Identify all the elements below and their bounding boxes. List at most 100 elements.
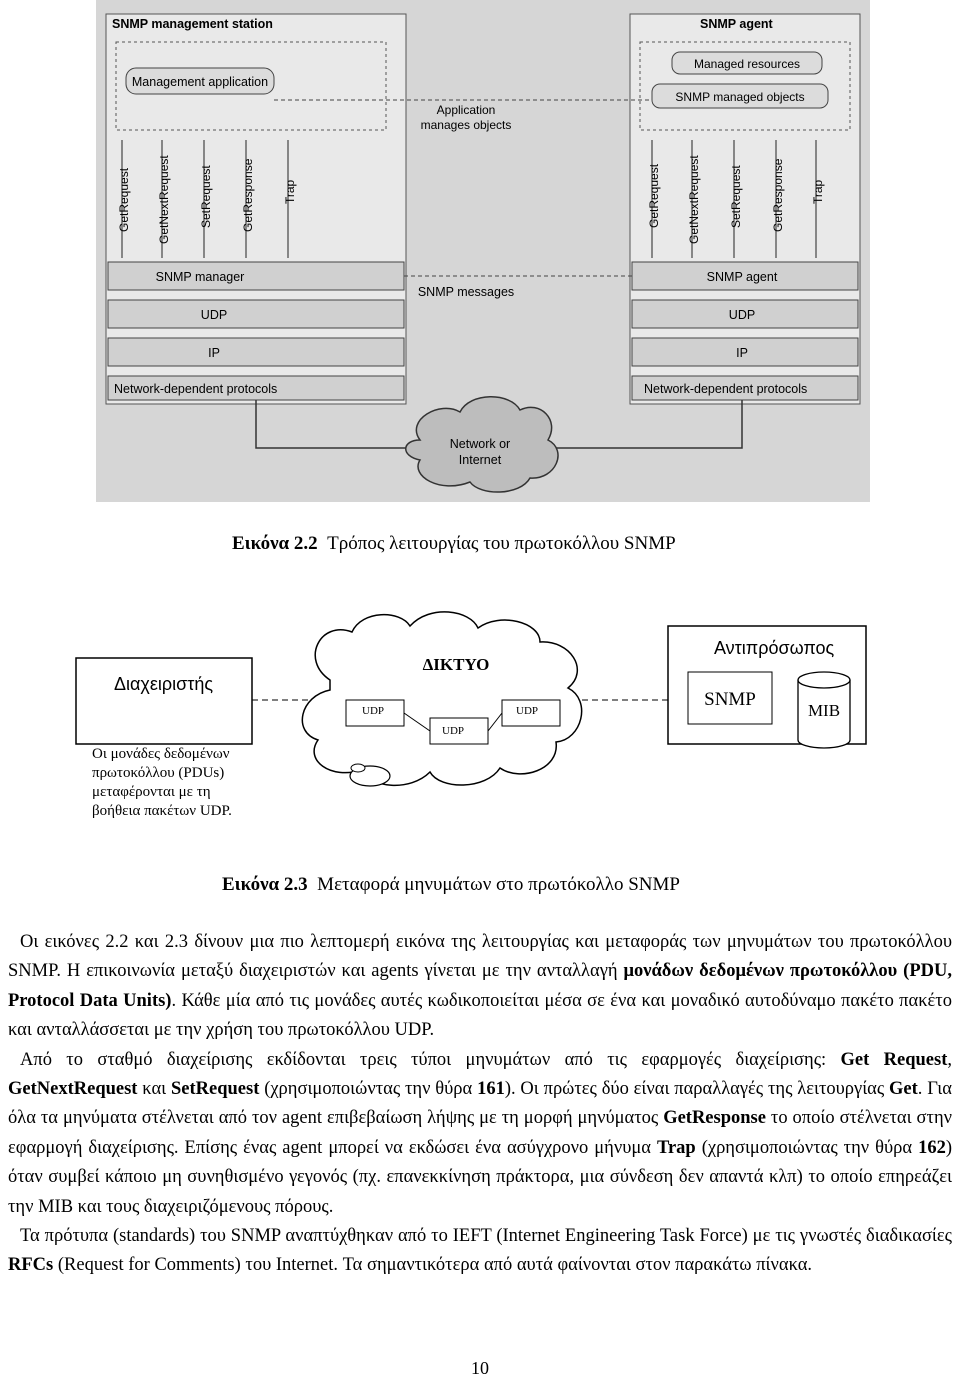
text-run: Τα πρότυπα (standards) του SNMP αναπτύχθ…: [20, 1226, 952, 1247]
mib-database-icon: [797, 671, 851, 749]
text-run: . Για όλα τα μηνύματα στέλνεται από τον …: [8, 1079, 952, 1129]
network-cloud-icon: [405, 396, 559, 493]
snmp-manager-box: [107, 261, 405, 291]
bold-term: RFCs: [8, 1255, 54, 1276]
agent-network-box: [631, 375, 859, 401]
agent-pdu-trap: Trap: [811, 179, 825, 204]
udp-link-2: [487, 712, 503, 732]
network-title: ΔΙΚΤΥΟ: [423, 655, 490, 674]
bold-term: Trap: [656, 1137, 696, 1158]
snmp-agent-box: [631, 261, 859, 291]
agent-pdu-arrows: [651, 140, 817, 258]
manager-pdu-getrequest: GetRequest: [117, 167, 131, 232]
network-cloud-icon-2: [301, 611, 583, 787]
bold-term: 161: [477, 1079, 505, 1100]
snmp-agent-label: SNMP agent: [707, 270, 778, 284]
management-application-label: Management application: [132, 75, 268, 89]
udp-label-2: UDP: [442, 725, 464, 737]
figure-2-3-caption: Εικόνα 2.3 Μεταφορά μηνυμάτων στο πρωτόκ…: [222, 874, 680, 896]
bold-term: SetRequest: [170, 1079, 260, 1100]
text-run: . Κάθε μία από τις μονάδες αυτές κωδικοπ…: [8, 990, 952, 1041]
manager-pdu-trap: Trap: [283, 179, 297, 204]
snmp-managed-objects-label: SNMP managed objects: [675, 90, 804, 104]
manager-udp-label: UDP: [201, 308, 227, 322]
figure-2-2: SNMP management station Management appli…: [96, 0, 870, 502]
snmp-manager-label: SNMP manager: [156, 270, 245, 284]
management-application-box: [125, 67, 275, 95]
agent-label: Αντιπρόσωπος: [714, 638, 835, 658]
bold-term: 162: [918, 1137, 946, 1158]
manager-network-label: Network-dependent protocols: [114, 382, 277, 396]
text-run: ,: [947, 1049, 952, 1070]
page-number: 10: [471, 1358, 489, 1378]
paragraph-3: Τα πρότυπα (standards) του SNMP αναπτύχθ…: [8, 1222, 952, 1281]
manager-ip-box: [107, 337, 405, 367]
bold-term: Get: [889, 1079, 918, 1100]
bold-term: Get Request: [840, 1049, 948, 1070]
figures-svg: SNMP management station Management appli…: [75, 0, 870, 819]
figure-2-3-caption-label: Εικόνα 2.3: [222, 874, 308, 895]
figure-2-2-caption-label: Εικόνα 2.2: [232, 533, 318, 554]
network-label-line2: Internet: [459, 453, 502, 467]
paragraph-2: Από το σταθμό διαχείρισης εκδίδονται τρε…: [8, 1046, 952, 1222]
snmp-label: SNMP: [704, 689, 756, 710]
pdu-note-line2: πρωτοκόλλου (PDUs): [92, 765, 224, 781]
bold-term: μονάδων δεδομένων πρωτοκόλλου (PDU, Prot…: [8, 961, 952, 1011]
agent-udp-label: UDP: [729, 308, 755, 322]
snmp-messages-label: SNMP messages: [418, 285, 514, 299]
network-label-line1: Network or: [450, 437, 510, 451]
manager-pdu-getresponse: GetResponse: [241, 158, 255, 232]
text-run: Από το σταθμό διαχείρισης εκδίδονται τρε…: [20, 1049, 841, 1070]
application-manages-line1: Application: [437, 103, 496, 117]
manager-pdu-setrequest: SetRequest: [199, 165, 213, 228]
manager-box: [75, 657, 253, 745]
managed-resources-box: [671, 51, 823, 75]
text-run: ) όταν συμβεί κάποιο μη συνηθισμένο γεγο…: [8, 1137, 952, 1217]
manager-pdu-getnextrequest: GetNextRequest: [157, 155, 171, 244]
mib-label: MIB: [808, 701, 840, 720]
manager-ip-label: IP: [208, 346, 220, 360]
pdu-note-line3: μεταφέρονται με τη: [92, 784, 211, 800]
snmp-managed-objects-box: [651, 83, 829, 109]
text-run: Οι εικόνες 2.2 και 2.3 δίνουν μια πιο λε…: [8, 932, 952, 982]
manager-pdu-arrows: [121, 140, 289, 258]
station-app-frame: [115, 41, 387, 131]
agent-network-label: Network-dependent protocols: [644, 382, 807, 396]
figure-2-3: Διαχειριστής ΔΙΚΤΥΟ UDP UDP UDP Αντιπρόσ…: [75, 611, 867, 819]
figure-2-2-caption-text: Τρόπος λειτουργίας του πρωτοκόλλου SNMP: [327, 533, 676, 554]
figure-2-3-caption-text: Μεταφορά μηνυμάτων στο πρωτόκολλο SNMP: [317, 874, 680, 895]
udp-box-2: [429, 717, 489, 745]
manager-network-box: [107, 375, 405, 401]
agent-udp-box: [631, 299, 859, 329]
agent-pdu-getresponse: GetResponse: [771, 158, 785, 232]
manager-udp-box: [107, 299, 405, 329]
udp-link-1: [403, 712, 431, 732]
text-run: (χρησιμοποιώντας την θύρα: [259, 1079, 478, 1100]
pdu-note-line1: Οι μονάδες δεδομένων: [92, 746, 230, 762]
text-run: ). Οι πρώτες δύο είναι παραλλαγές της λε…: [504, 1079, 890, 1100]
agent-pdu-getnextrequest: GetNextRequest: [687, 155, 701, 244]
udp-label-1: UDP: [362, 705, 384, 717]
manager-to-network-line: [255, 400, 410, 449]
agent-to-network-line: [540, 400, 743, 449]
figure-2-2-caption: Εικόνα 2.2 Τρόπος λειτουργίας του πρωτοκ…: [232, 533, 676, 555]
managed-resources-label: Managed resources: [694, 57, 800, 71]
application-manages-line2: manages objects: [421, 118, 512, 132]
text-run: (χρησιμοποιώντας την θύρα: [695, 1137, 919, 1158]
agent-pdu-getrequest: GetRequest: [647, 163, 661, 228]
manager-label: Διαχειριστής: [114, 674, 213, 694]
snmp-box: [687, 671, 773, 725]
text-run: (Request for Comments) του Internet. Τα …: [53, 1255, 813, 1276]
bold-term: GetNextRequest: [8, 1079, 138, 1100]
text-run: το οποίο στέλνεται στην εφαρμογή διαχείρ…: [8, 1108, 952, 1158]
station-title: SNMP management station: [112, 17, 273, 31]
udp-label-3: UDP: [516, 705, 538, 717]
body-text: Οι εικόνες 2.2 και 2.3 δίνουν μια πιο λε…: [8, 928, 952, 1281]
agent-ip-label: IP: [736, 346, 748, 360]
agent-title: SNMP agent: [700, 17, 774, 31]
text-run: και: [137, 1079, 171, 1100]
paragraph-1: Οι εικόνες 2.2 και 2.3 δίνουν μια πιο λε…: [8, 928, 952, 1046]
agent-pdu-setrequest: SetRequest: [729, 165, 743, 228]
agent-ip-box: [631, 337, 859, 367]
agent-resource-frame: [639, 41, 851, 131]
